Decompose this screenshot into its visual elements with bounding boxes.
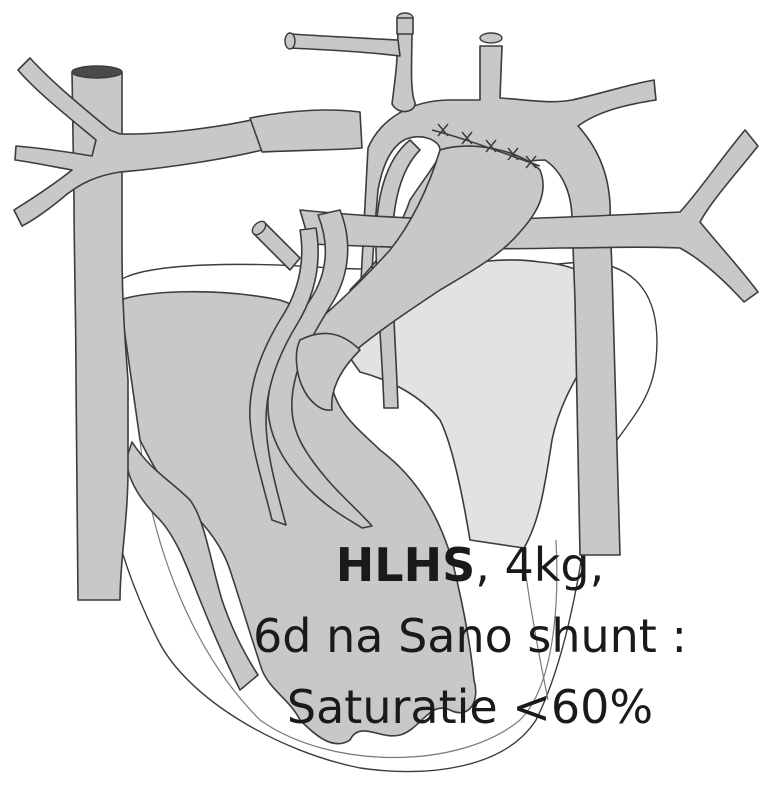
innominate-stub	[397, 18, 413, 34]
caption-line-3: Saturatie <60%	[190, 672, 750, 743]
diagnosis-label: HLHS	[336, 538, 475, 592]
carotid-opening	[285, 33, 295, 49]
left-carotid-opening	[480, 33, 502, 43]
right-pulmonary-branches	[14, 58, 262, 226]
svc-opening	[72, 66, 122, 78]
caption-line-2: 6d na Sano shunt :	[190, 601, 750, 672]
right-pulmonary-artery	[250, 110, 362, 152]
weight-label: , 4kg,	[475, 538, 604, 592]
right-carotid-branch	[290, 34, 400, 56]
caption-line-1: HLHS, 4kg,	[190, 530, 750, 601]
case-caption: HLHS, 4kg, 6d na Sano shunt : Saturatie …	[190, 530, 750, 743]
